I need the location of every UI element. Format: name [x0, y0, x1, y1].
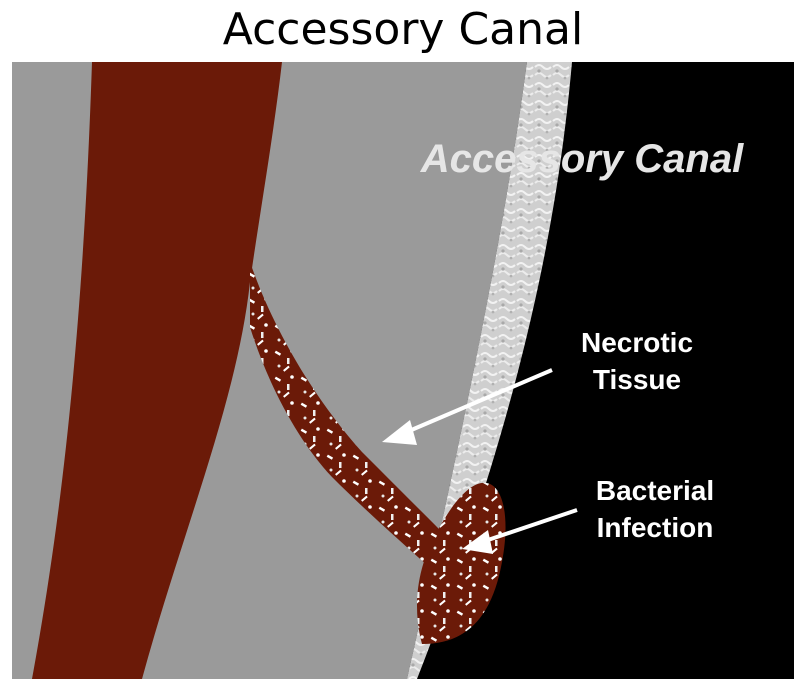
necrotic-label-line2: Tissue — [593, 364, 681, 395]
bacterial-label-line1: Bacterial — [596, 475, 714, 506]
canal-overlay-label: Accessory Canal — [420, 137, 744, 181]
page-title: Accessory Canal — [0, 2, 806, 58]
bacterial-label-line2: Infection — [597, 512, 714, 543]
necrotic-label-line1: Necrotic — [581, 327, 693, 358]
accessory-canal-diagram: Accessory Canal Necrotic Tissue Bacteria… — [12, 62, 794, 679]
